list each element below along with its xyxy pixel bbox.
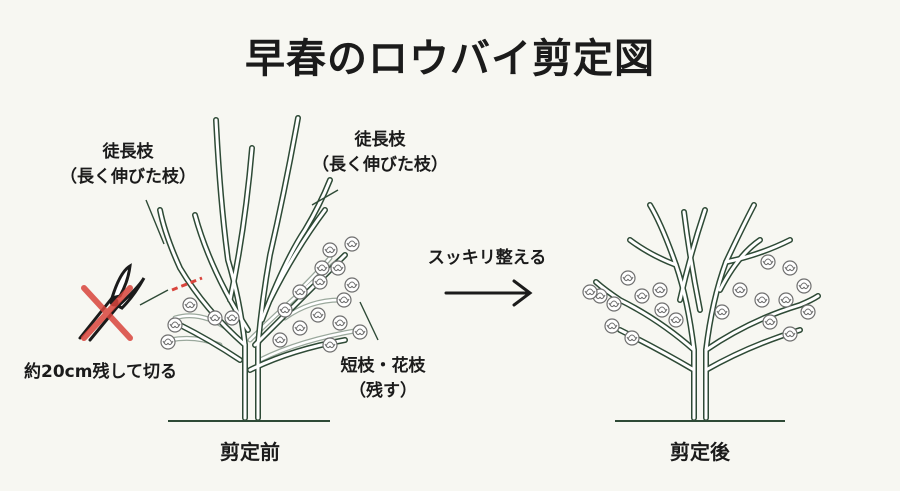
- caption-before: 剪定前: [220, 440, 280, 464]
- label-left-water-sprout-line2: （長く伸びた枝）: [60, 167, 196, 187]
- label-short-branch: 短枝・花枝 （残す）: [318, 354, 448, 404]
- label-right-water-sprout-line1: 徒長枝: [354, 130, 406, 150]
- label-left-water-sprout-line1: 徒長枝: [102, 142, 154, 162]
- tree-after: [593, 202, 821, 421]
- label-short-branch-line2: （残す）: [349, 381, 417, 401]
- label-cut-instruction: 約20cm残して切る: [24, 362, 177, 382]
- leader-lines: [139, 189, 379, 341]
- label-left-water-sprout: 徒長枝 （長く伸びた枝）: [48, 140, 208, 190]
- cut-marks: [171, 276, 203, 292]
- tree-before: [157, 115, 363, 421]
- cross-mark-icon: [81, 285, 133, 341]
- label-arrow-text: スッキリ整える: [427, 248, 547, 268]
- label-short-branch-line1: 短枝・花枝: [340, 356, 426, 376]
- diagram-title: 早春のロウバイ剪定図: [245, 36, 655, 82]
- label-right-water-sprout-line2: （長く伸びた枝）: [312, 155, 448, 175]
- arrow-icon: [444, 279, 533, 307]
- caption-after: 剪定後: [670, 440, 730, 464]
- label-right-water-sprout: 徒長枝 （長く伸びた枝）: [300, 128, 460, 178]
